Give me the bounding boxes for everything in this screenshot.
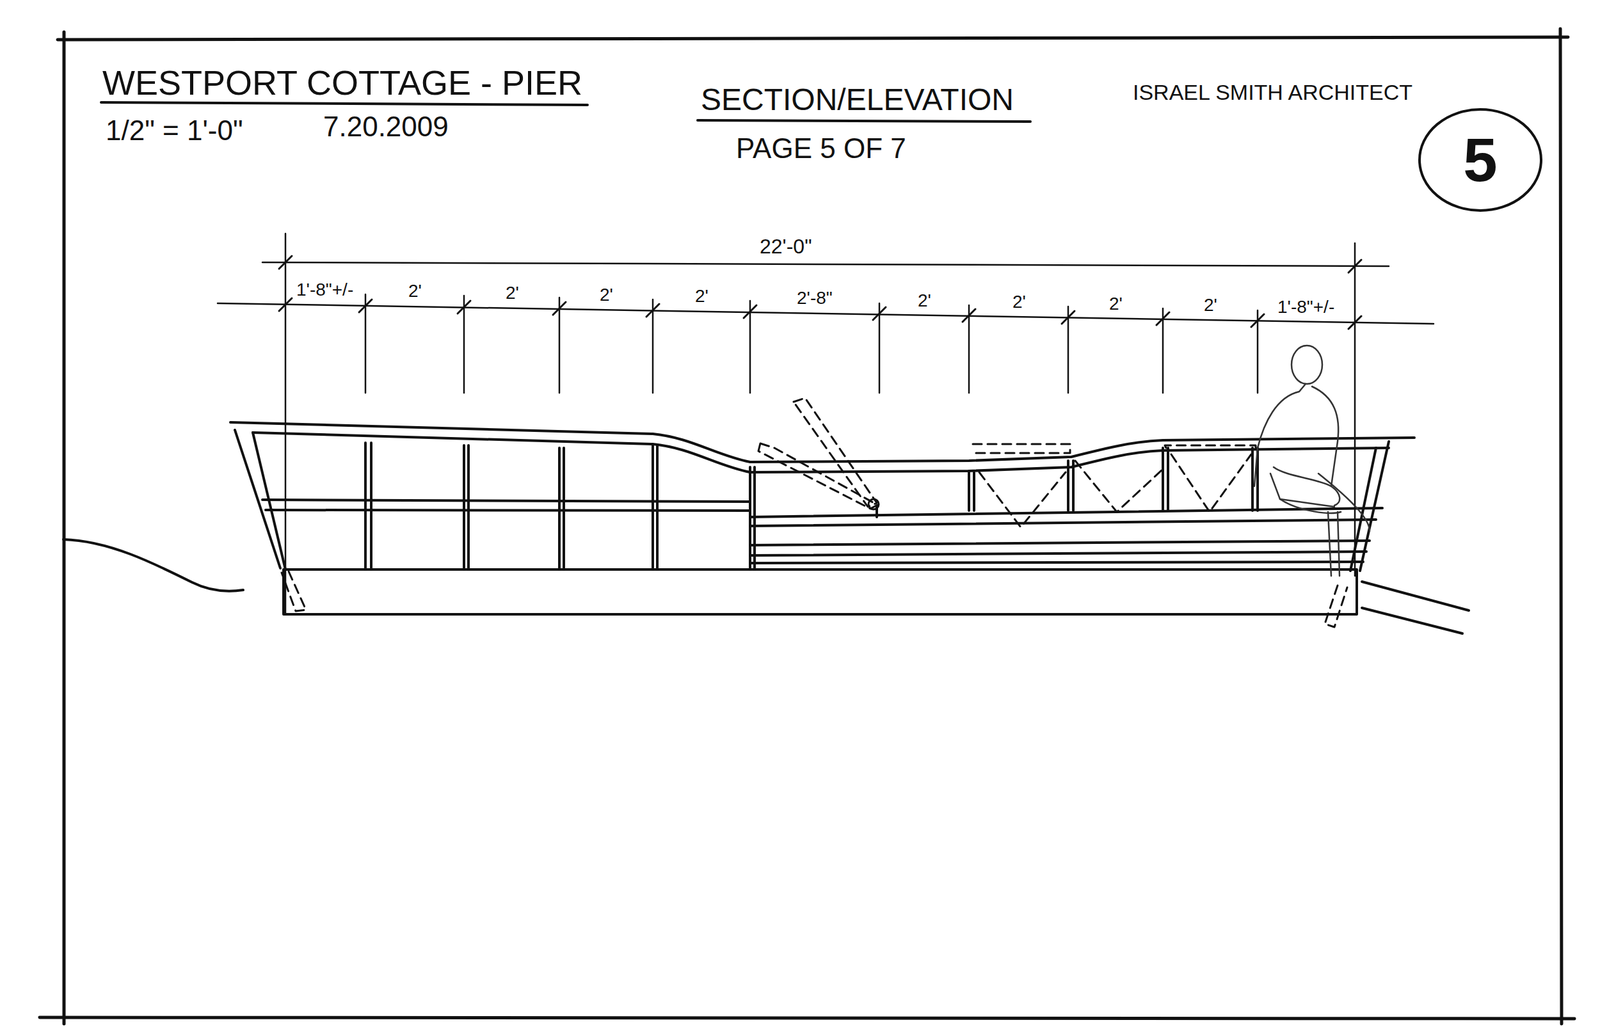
dimension: 2'-8" — [794, 288, 836, 309]
sheet-number-circle: 5 — [1417, 107, 1544, 213]
page-number: PAGE 5 OF 7 — [736, 133, 907, 164]
sheet-title: WESTPORT COTTAGE - PIER — [102, 64, 583, 102]
scale-note: 1/2" = 1'-0" — [105, 115, 244, 146]
dimension: 1'-8"+/- — [1274, 297, 1337, 318]
date-note: 7.20.2009 — [323, 111, 449, 143]
dimension: 2' — [692, 286, 712, 307]
dimension: 2' — [503, 283, 522, 304]
dimension: 2' — [597, 285, 616, 306]
dimension: 2' — [1201, 295, 1220, 316]
dimension: 2' — [915, 291, 934, 312]
dimension: 22'-0" — [757, 235, 815, 258]
dimension: 2' — [1106, 294, 1126, 315]
dimension: 2' — [405, 281, 425, 302]
circle-outline — [1419, 109, 1542, 211]
dimension: 2' — [1009, 292, 1029, 313]
sheet-number: 5 — [1463, 129, 1497, 191]
architect-name: ISRAEL SMITH ARCHITECT — [1132, 80, 1413, 105]
view-title: SECTION/ELEVATION — [700, 83, 1014, 118]
dimension: 1'-8"+/- — [293, 280, 356, 301]
